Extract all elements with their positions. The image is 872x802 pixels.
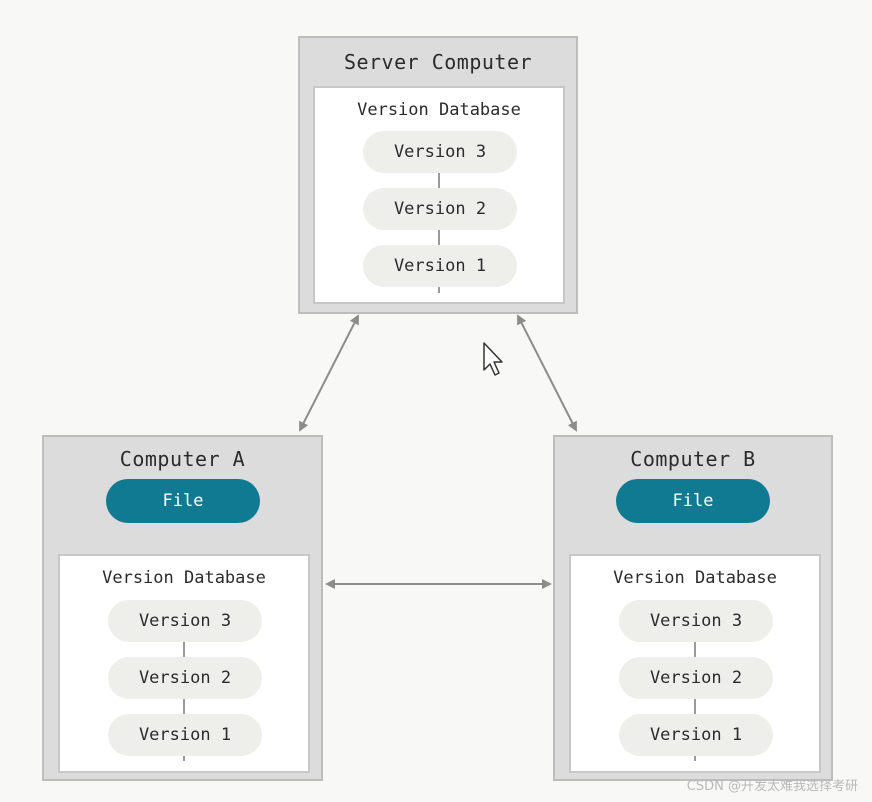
computer-b-version-3: Version 3 bbox=[619, 600, 773, 642]
arrow-server-computer-a bbox=[299, 314, 359, 432]
computer-b-panel: Computer B File Version Database Version… bbox=[553, 435, 833, 781]
computer-b-version-database: Version Database Version 3 Version 2 Ver… bbox=[569, 554, 821, 773]
computer-b-file: File bbox=[616, 479, 770, 523]
computer-b-version-2: Version 2 bbox=[619, 657, 773, 699]
computer-a-version-1: Version 1 bbox=[108, 714, 262, 756]
computer-a-version-connector bbox=[183, 641, 185, 761]
server-version-2: Version 2 bbox=[363, 188, 517, 230]
computer-a-version-3: Version 3 bbox=[108, 600, 262, 642]
computer-b-version-1: Version 1 bbox=[619, 714, 773, 756]
server-version-connector bbox=[438, 173, 440, 293]
computer-a-title: Computer A bbox=[119, 447, 246, 471]
computer-a-version-database: Version Database Version 3 Version 2 Ver… bbox=[58, 554, 310, 773]
computer-a-db-title: Version Database bbox=[102, 568, 266, 588]
arrow-server-computer-b bbox=[517, 314, 577, 432]
computer-a-panel: Computer A File Version Database Version… bbox=[42, 435, 323, 781]
server-computer-panel: Server Computer Version Database Version… bbox=[298, 36, 578, 314]
computer-b-title: Computer B bbox=[630, 447, 756, 471]
server-db-title: Version Database bbox=[357, 100, 521, 120]
computer-a-version-2: Version 2 bbox=[108, 657, 262, 699]
computer-a-file: File bbox=[106, 479, 260, 523]
mouse-cursor-icon bbox=[483, 342, 503, 376]
server-computer-title: Server Computer bbox=[343, 50, 533, 74]
server-version-3: Version 3 bbox=[363, 131, 517, 173]
computer-b-version-connector bbox=[694, 641, 696, 761]
server-version-database: Version Database Version 3 Version 2 Ver… bbox=[313, 86, 565, 304]
computer-b-db-title: Version Database bbox=[613, 568, 777, 588]
server-version-1: Version 1 bbox=[363, 245, 517, 287]
watermark: CSDN @开发太难我选择考研 bbox=[686, 779, 858, 794]
